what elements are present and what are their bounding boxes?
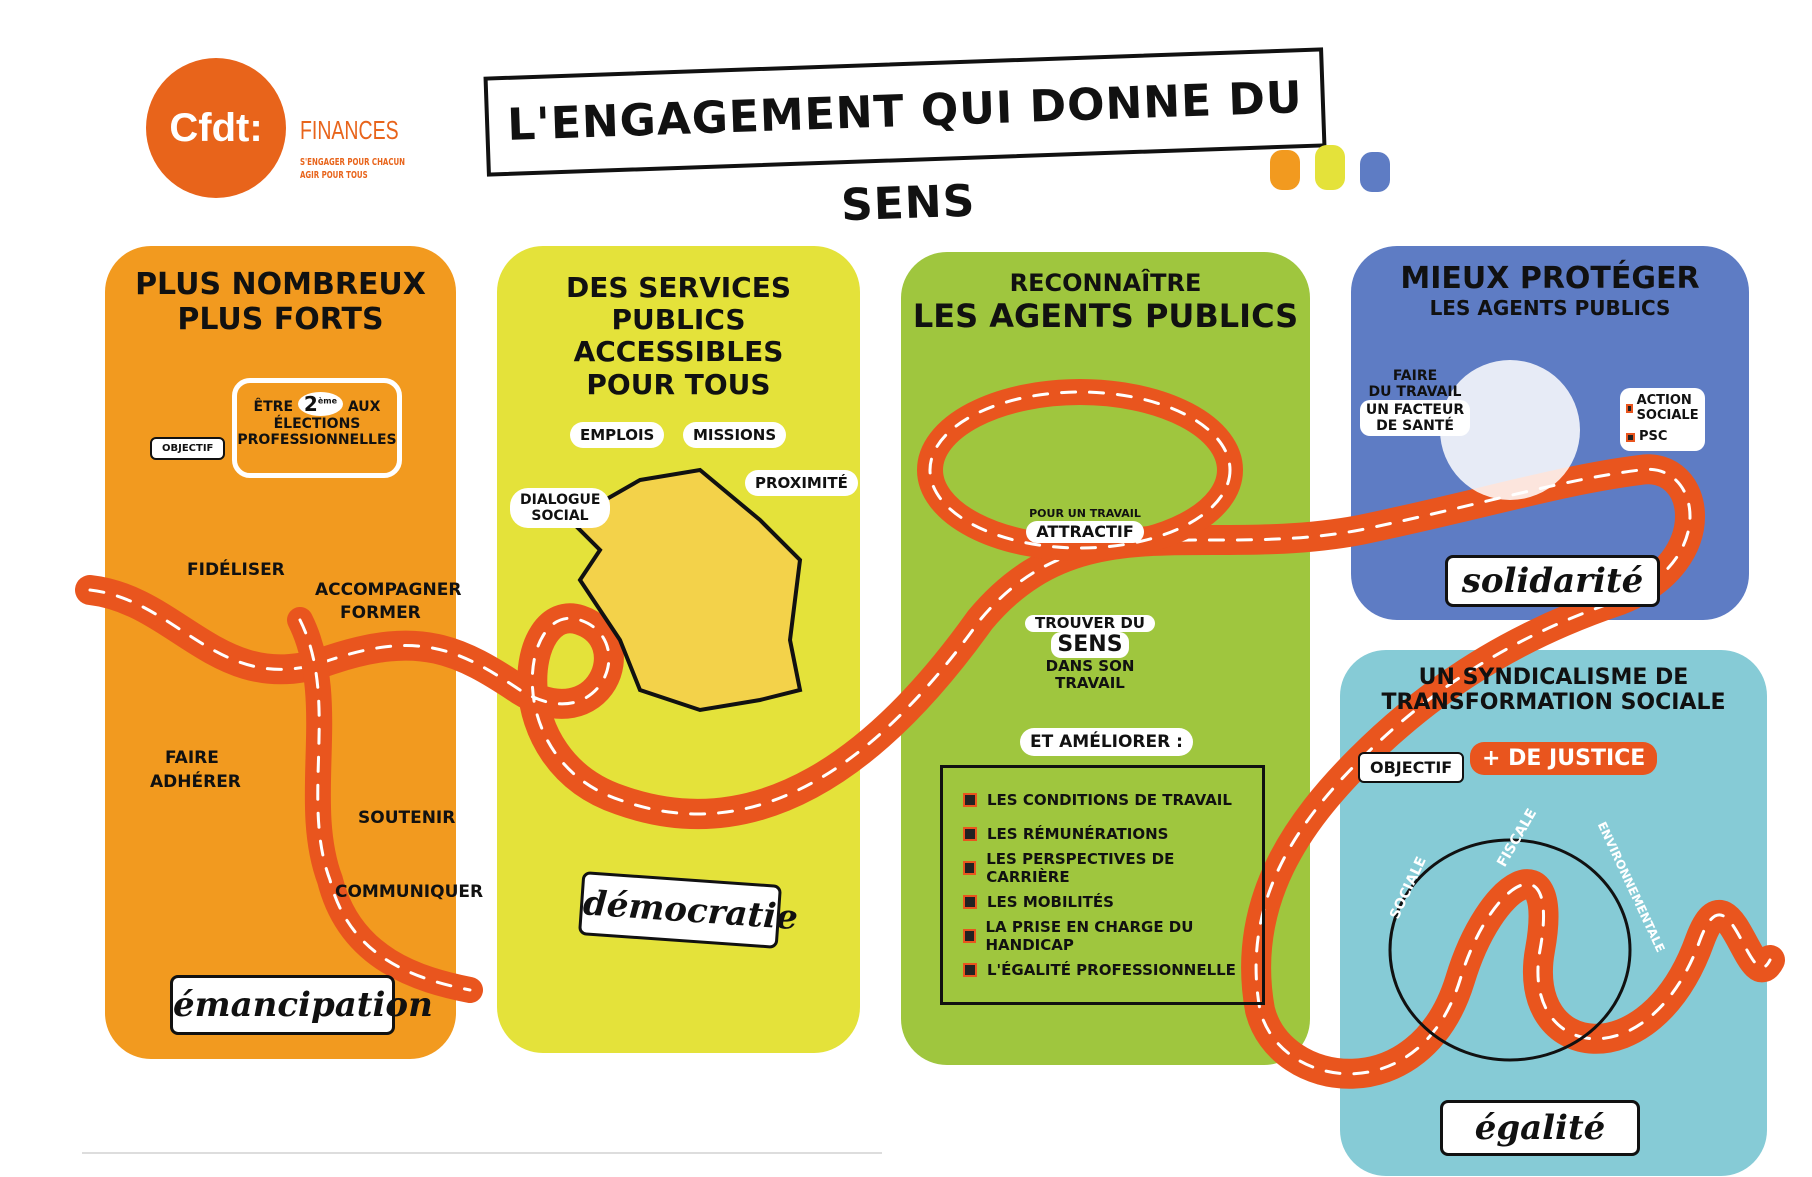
logo-tagline-2: AGIR POUR TOUS: [300, 170, 368, 181]
panel4-title-line1: MIEUX PROTÉGER: [1400, 261, 1700, 296]
step-accompagner: ACCOMPAGNER: [315, 580, 462, 600]
goal-line2: ÉLECTIONS: [273, 416, 361, 432]
panel3-title-line2: LES AGENTS PUBLICS: [912, 296, 1299, 335]
protection-checks: ACTION SOCIALE PSC: [1620, 388, 1705, 451]
checkbox-icon: [963, 929, 976, 943]
logo-brand: Cfdt:: [169, 105, 263, 150]
banner-solidarite: solidarité: [1445, 555, 1660, 607]
step-adherer: ADHÉRER: [150, 772, 241, 792]
panel2-title-line3: POUR TOUS: [586, 367, 771, 401]
election-goal: ÊTRE 2ème AUX ÉLECTIONS PROFESSIONNELLES: [232, 378, 402, 478]
check-item: LES RÉMUNÉRATIONS: [963, 817, 1242, 851]
checkbox-icon: [963, 895, 977, 909]
ameliorer-board: LES CONDITIONS DE TRAVAIL LES RÉMUNÉRATI…: [940, 765, 1265, 1005]
checkbox-icon: [963, 861, 977, 875]
checkbox-icon: [1626, 404, 1633, 414]
panel5-title-line2: TRANSFORMATION SOCIALE: [1381, 690, 1726, 716]
check-item: LES PERSPECTIVES DE CARRIÈRE: [963, 850, 1242, 886]
check-item: LES CONDITIONS DE TRAVAIL: [963, 783, 1242, 817]
step-faire: FAIRE: [165, 748, 219, 768]
people-illustration: [1260, 140, 1410, 210]
cfdt-logo: Cfdt:: [146, 58, 286, 198]
panel2-title-line1: DES SERVICES PUBLICS: [565, 271, 792, 337]
check-item: LES MOBILITÉS: [963, 885, 1242, 919]
panel3-title-line1: RECONNAÎTRE: [1009, 269, 1202, 297]
checkbox-icon: [963, 827, 977, 841]
bubble-missions: MISSIONS: [683, 422, 787, 448]
goal-post: AUX: [347, 399, 381, 415]
goal-rank: 2ème: [297, 392, 343, 416]
objectif-tag: OBJECTIF: [1358, 752, 1465, 783]
panel4-title-line2: LES AGENTS PUBLICS: [1429, 295, 1671, 320]
umbrella-icon: [1440, 360, 1580, 500]
logo-org: FINANCES: [300, 115, 399, 145]
panel4-title: MIEUX PROTÉGER LES AGENTS PUBLICS: [1351, 261, 1749, 320]
bubble-proximite: PROXIMITÉ: [745, 470, 858, 496]
check-item: LA PRISE EN CHARGE DU HANDICAP: [963, 918, 1242, 954]
goal-pre: ÊTRE: [253, 399, 294, 415]
globe-icon: [1388, 838, 1632, 1062]
step-soutenir: SOUTENIR: [358, 808, 456, 828]
step-fideliser: FIDÉLISER: [187, 560, 285, 580]
logo-tagline-1: S'ENGAGER POUR CHACUN: [300, 157, 406, 168]
panel1-title: PLUS NOMBREUX PLUS FORTS: [105, 267, 456, 337]
step-former: FORMER: [340, 603, 421, 623]
france-map: [566, 467, 803, 713]
banner-egalite: égalité: [1440, 1100, 1640, 1156]
panel5-title: UN SYNDICALISME DE TRANSFORMATION SOCIAL…: [1340, 665, 1767, 716]
objectif-tag: OBJECTIF: [150, 437, 226, 460]
panel2-title-line2: ACCESSIBLES: [573, 335, 784, 369]
check-item: L'ÉGALITÉ PROFESSIONNELLE: [963, 953, 1242, 987]
checkbox-icon: [963, 963, 977, 977]
panel1-title-line2: PLUS FORTS: [177, 301, 384, 337]
panel2-title: DES SERVICES PUBLICS ACCESSIBLES POUR TO…: [497, 271, 860, 401]
banner-emancipation: émancipation: [170, 975, 433, 1035]
checkbox-icon: [963, 793, 977, 807]
plus-de-justice: + DE JUSTICE: [1470, 742, 1658, 776]
trouver-du-sens: TROUVER DU SENS DANS SON TRAVAIL: [1025, 614, 1155, 692]
bubble-dialogue-social: DIALOGUE SOCIAL: [510, 488, 610, 528]
panel5-title-line1: UN SYNDICALISME DE: [1418, 665, 1689, 690]
step-communiquer: COMMUNIQUER: [335, 882, 484, 902]
panel3-title: RECONNAÎTRE LES AGENTS PUBLICS: [901, 269, 1310, 335]
panel1-title-line1: PLUS NOMBREUX: [135, 267, 426, 302]
et-ameliorer: ET AMÉLIORER :: [1020, 728, 1193, 756]
goal-line3: PROFESSIONNELLES: [237, 432, 397, 449]
divider-line: [82, 1152, 882, 1154]
bubble-emplois: EMPLOIS: [570, 422, 665, 448]
travail-attractif: POUR UN TRAVAIL ATTRACTIF: [1000, 507, 1170, 544]
checkbox-icon: [1626, 432, 1635, 442]
